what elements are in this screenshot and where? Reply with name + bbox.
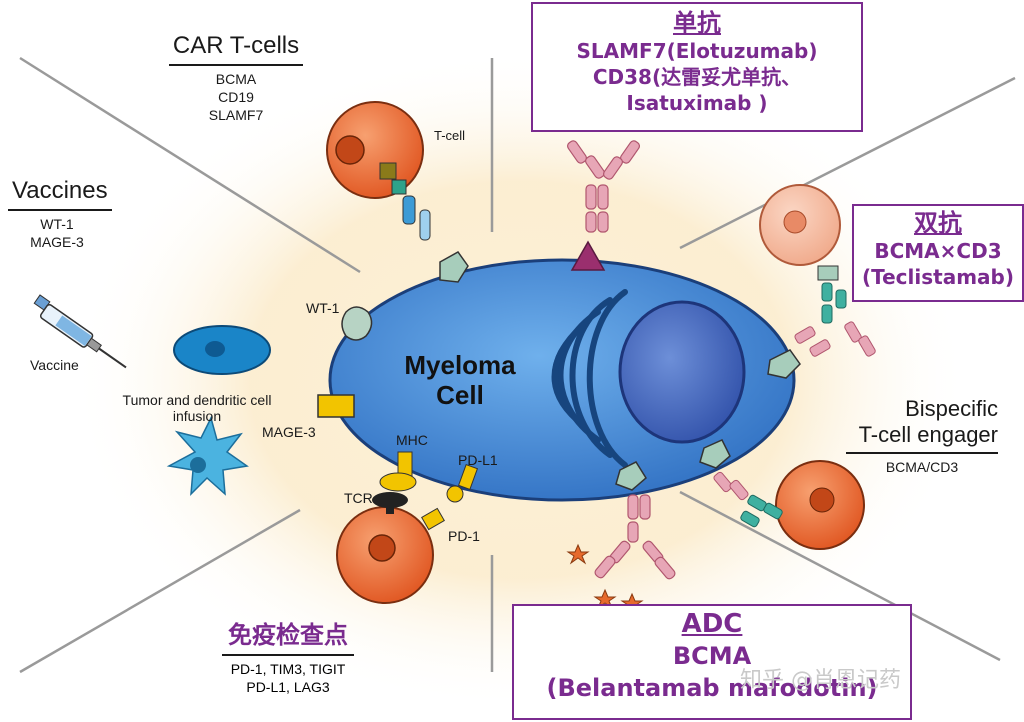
bispecific-title-line2: T-cell engager xyxy=(846,422,998,454)
endoplasmic-reticulum xyxy=(551,289,628,468)
bsab-box-line-2: (Teclistamab) xyxy=(861,265,1014,289)
mab-box-line-1: SLAMF7(Elotuzumab) xyxy=(576,39,818,63)
mab-box-line-2: CD38(达雷妥尤单抗、 xyxy=(592,65,802,89)
adc-callout-box: ADC BCMA (Belantamab mafodotin) xyxy=(512,604,912,720)
pdl1-label: PD-L1 xyxy=(458,452,498,468)
mab-box-title: 单抗 xyxy=(673,9,721,37)
dendritic-cell xyxy=(166,415,249,496)
bispecific-target: BCMA/CD3 xyxy=(885,459,959,475)
myeloma-label-line1: Myeloma xyxy=(404,350,516,380)
checkpoint-header: 免疫检查点 PD-1, TIM3, TIGIT PD-L1, LAG3 xyxy=(168,620,408,696)
vaccines-target-1: WT-1 xyxy=(40,216,74,232)
mab-callout-box: 单抗 SLAMF7(Elotuzumab) CD38(达雷妥尤单抗、 Isatu… xyxy=(531,2,863,132)
bsab-callout-box: 双抗 BCMA×CD3 (Teclistamab) xyxy=(852,204,1024,302)
car-t-title: CAR T-cells xyxy=(168,32,304,66)
sector-dividers xyxy=(19,56,1016,674)
bsab-box-title: 双抗 xyxy=(914,209,962,237)
pd1-label: PD-1 xyxy=(448,528,480,544)
tcr-label: TCR xyxy=(344,490,373,506)
myeloma-label-line2: Cell xyxy=(436,380,484,410)
mage3-label: MAGE-3 xyxy=(262,424,316,440)
monoclonal-antibody xyxy=(566,140,641,233)
adc-antibody xyxy=(594,494,676,580)
car-t-target-3: SLAMF7 xyxy=(208,107,264,123)
car-t-target-1: BCMA xyxy=(215,71,257,87)
checkpoint-target-2: PD-L1, LAG3 xyxy=(246,679,330,695)
checkpoint-title: 免疫检查点 xyxy=(222,620,354,656)
tcell-label: T-cell xyxy=(434,128,466,143)
adc-box-title: ADC xyxy=(681,609,743,639)
wt1-label: WT-1 xyxy=(306,300,340,316)
car-t-header: CAR T-cells BCMA CD19 SLAMF7 xyxy=(168,32,304,124)
checkpoint-target-1: PD-1, TIM3, TIGIT xyxy=(230,661,346,677)
mab-target-antigen xyxy=(570,240,606,271)
car-t-cell xyxy=(326,101,424,199)
infusion-label: Tumor and dendritic cell infusion xyxy=(122,392,272,424)
nucleus xyxy=(618,300,746,444)
vaccine-label: Vaccine xyxy=(30,357,79,373)
car-t-nucleus xyxy=(335,135,365,165)
watermark: 知乎 @肖恩记药 xyxy=(740,668,901,693)
vaccines-target-2: MAGE-3 xyxy=(30,234,84,250)
vaccine-syringe xyxy=(33,294,127,369)
bispecific-header: Bispecific T-cell engager BCMA/CD3 xyxy=(846,396,998,476)
adc-box-line-1: BCMA xyxy=(672,642,752,670)
vaccines-header: Vaccines WT-1 MAGE-3 xyxy=(8,177,112,251)
bsab-box-line-1: BCMA×CD3 xyxy=(874,239,1002,263)
mab-box-line-3: Isatuximab ) xyxy=(626,91,768,115)
bispecific-title-line1: Bispecific xyxy=(905,396,998,421)
adc-box-line-2: (Belantamab mafodotin) xyxy=(546,674,878,702)
myeloma-cell-label: Myeloma Cell xyxy=(388,350,532,410)
vaccines-title: Vaccines xyxy=(8,177,112,211)
car-t-target-2: CD19 xyxy=(218,89,254,105)
mhc-label: MHC xyxy=(396,432,428,448)
